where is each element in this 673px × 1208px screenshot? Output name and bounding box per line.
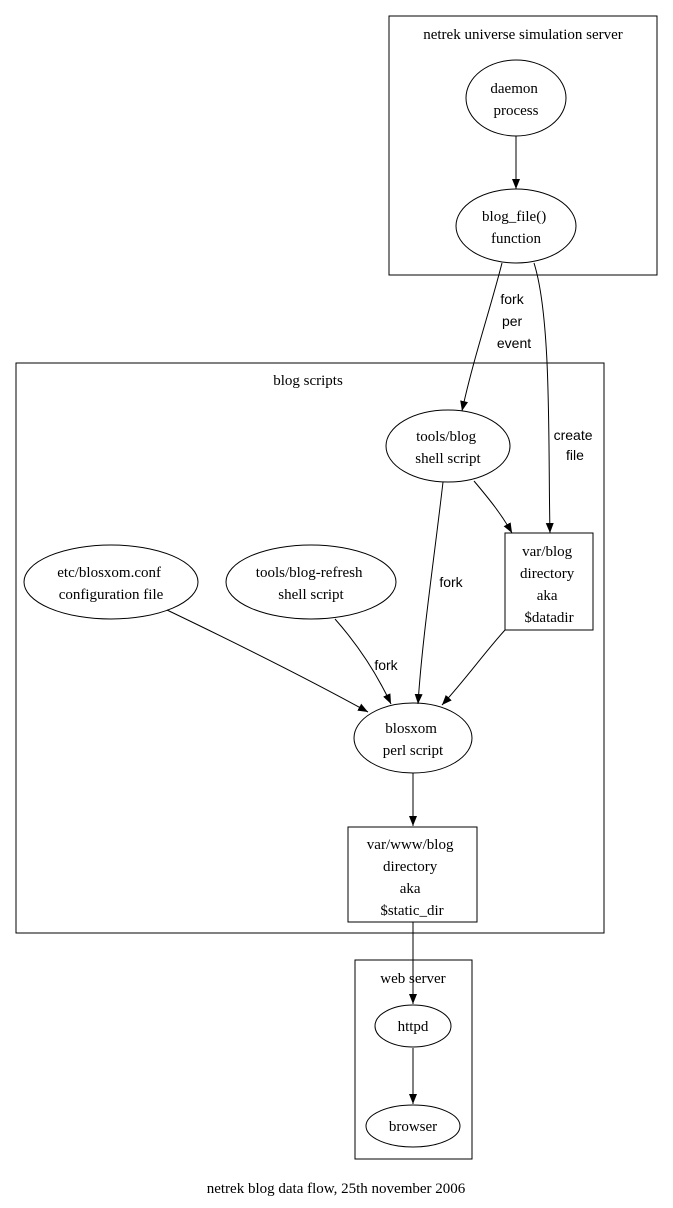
svg-text:blosxom perl script: blosxom perl script: [383, 721, 444, 759]
node-browser: browser: [365, 1104, 461, 1148]
svg-text:tools/blog shell script: tools/blog shell script: [415, 429, 481, 467]
cluster-netrek-server-label: netrek universe simulation server: [423, 27, 623, 43]
svg-text:var/blog directory: var/blog directory aka $datadir: [520, 544, 578, 626]
node-etc-blosxom-conf: etc/blosxom.conf configuration file: [23, 544, 199, 620]
node-blosxom-perl-script: blosxom perl script: [353, 702, 473, 774]
node-var-www-blog-directory: var/www/blog directory aka $static_dir: [347, 826, 478, 923]
node-tools-blog-refresh: tools/blog-refresh shell script: [225, 544, 397, 620]
svg-text:etc/blosxom.conf configu: etc/blosxom.conf configuration file: [57, 565, 164, 603]
edge-var-blog-to-blosxom: [441, 629, 506, 706]
cluster-netrek-server: netrek universe simulation server: [388, 15, 658, 276]
node-tools-blog-script: tools/blog shell script: [385, 409, 511, 483]
edge-label-fork-tools-blog: fork: [439, 574, 463, 590]
svg-text:blog_file() function: blog_file() function: [482, 209, 550, 247]
edge-blog-file-to-tools-blog: [460, 262, 503, 412]
cluster-blog-scripts-label: blog scripts: [273, 373, 343, 389]
svg-text:browser: browser: [389, 1119, 437, 1135]
node-var-blog-directory: var/blog directory aka $datadir: [504, 532, 594, 631]
svg-text:tools/blog-refresh shell: tools/blog-refresh shell script: [256, 565, 366, 603]
diagram-caption: netrek blog data flow, 25th november 200…: [207, 1181, 466, 1197]
node-httpd: httpd: [374, 1004, 452, 1048]
edge-label-fork-per-event: fork per event: [497, 291, 531, 351]
edge-etc-conf-to-blosxom: [166, 609, 369, 713]
edge-label-create-file: create file: [554, 427, 597, 463]
edge-refresh-to-blosxom: [334, 618, 392, 705]
cluster-blog-scripts: blog scripts: [15, 362, 605, 934]
svg-text:daemon process: daemon process: [490, 81, 541, 119]
node-blog-file-function: blog_file() function: [455, 188, 577, 264]
edge-tools-blog-to-blosxom: [414, 481, 444, 705]
svg-text:var/www/blog directory: var/www/blog directory aka $static_dir: [367, 837, 457, 919]
edge-label-fork-refresh: fork: [374, 657, 398, 673]
node-daemon-process: daemon process: [465, 59, 567, 137]
svg-text:httpd: httpd: [398, 1019, 429, 1035]
edge-blog-file-to-var-blog: [533, 262, 554, 534]
edges: [166, 136, 554, 1104]
edge-tools-blog-to-var-blog: [473, 480, 513, 534]
